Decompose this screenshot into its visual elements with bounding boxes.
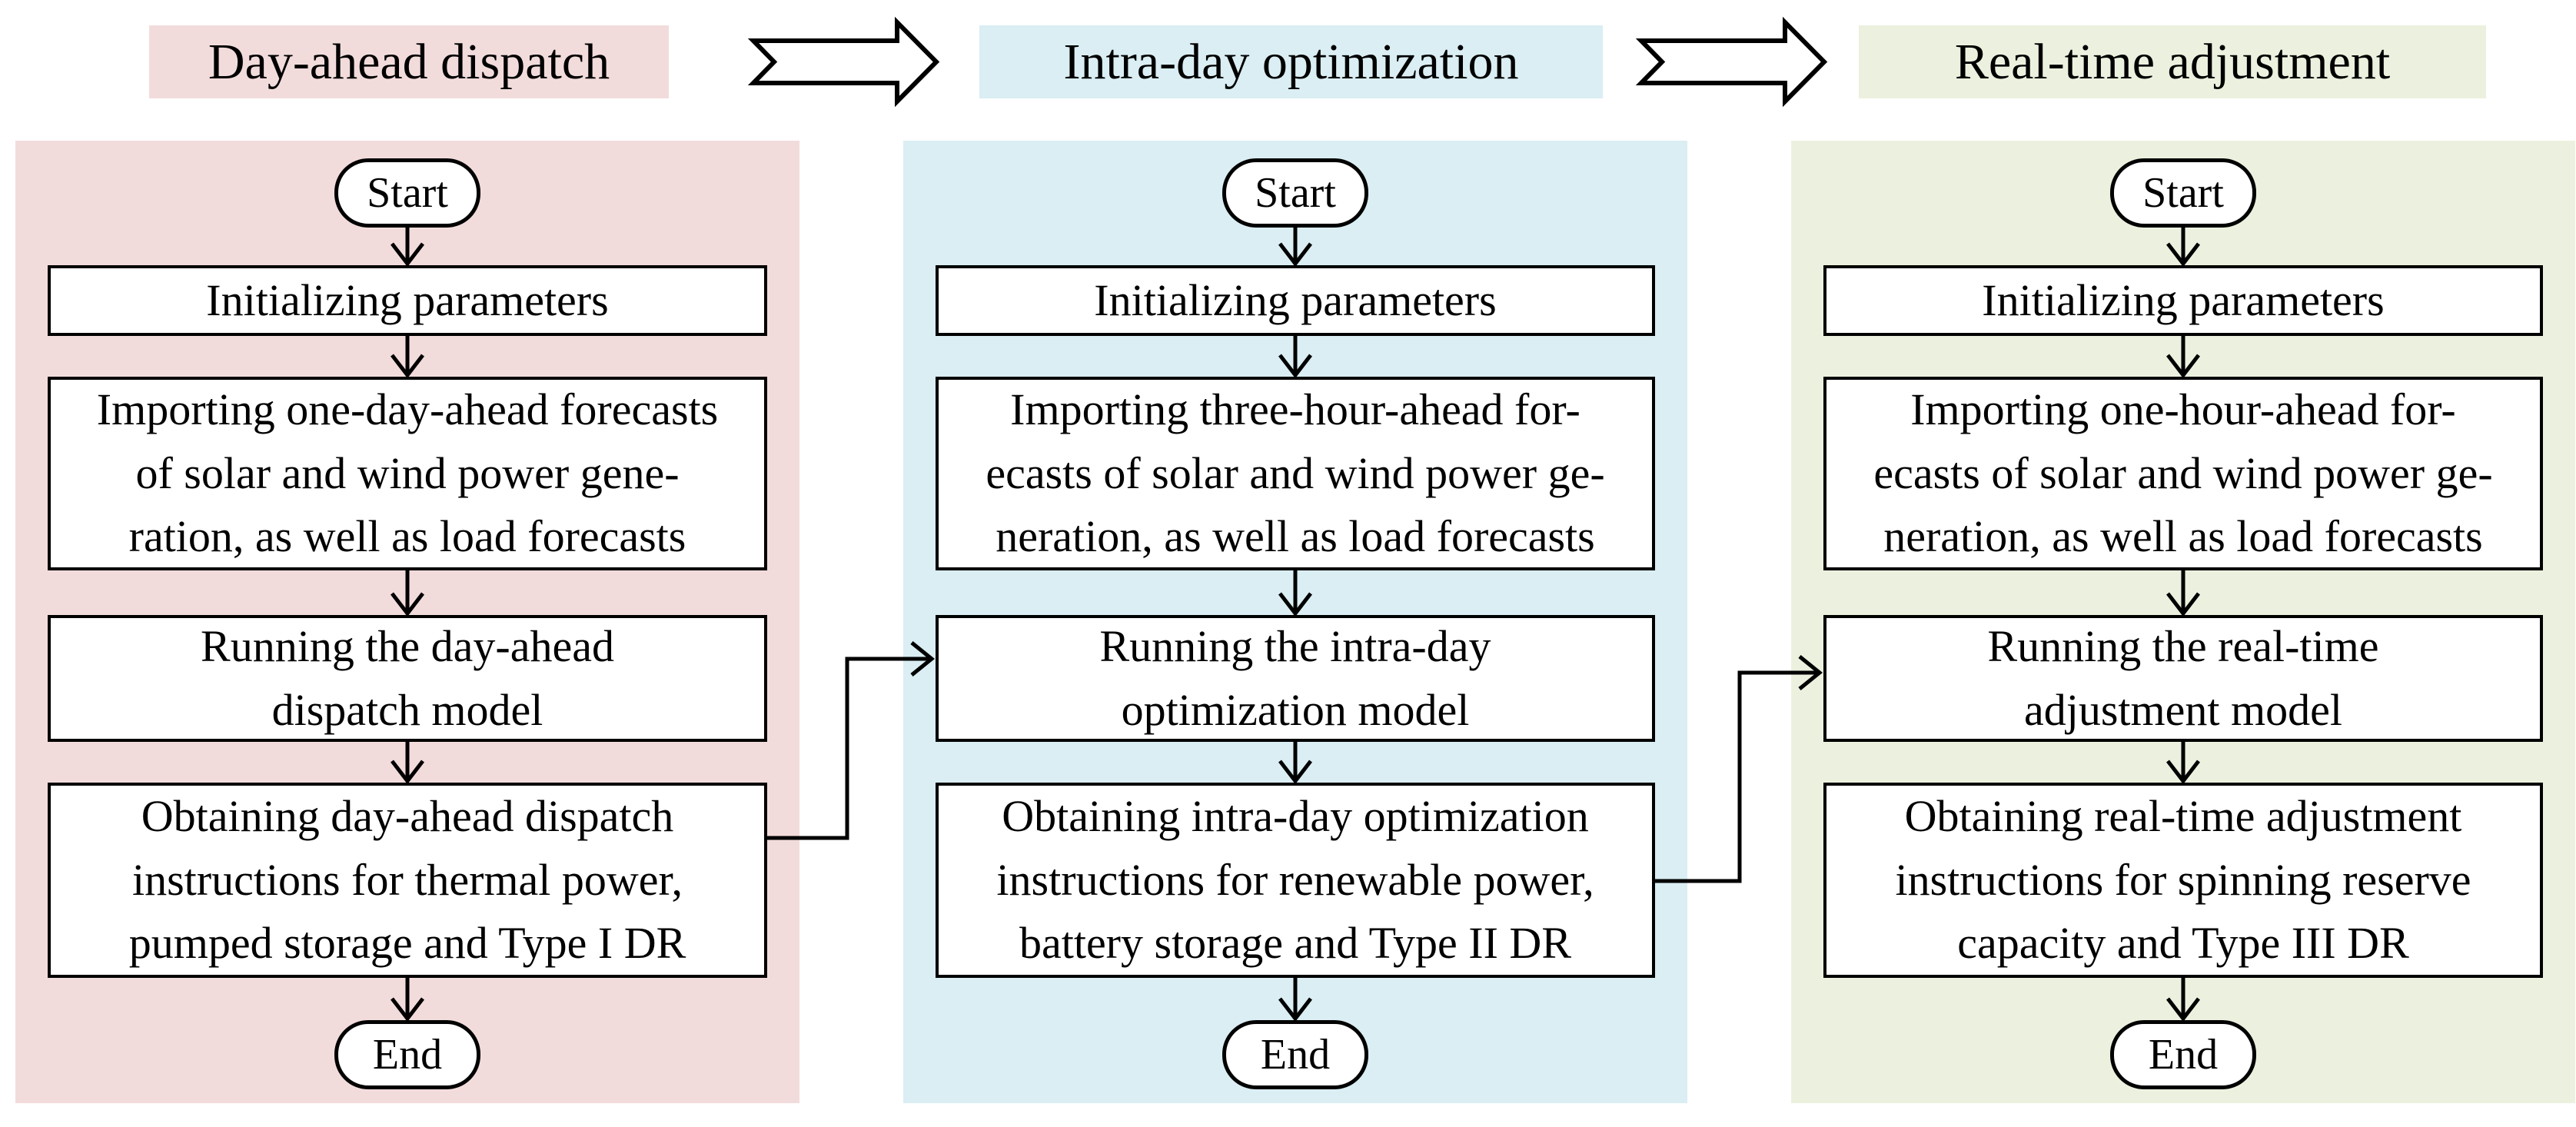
- node-text: instructions for renewable power,: [996, 854, 1594, 905]
- node-running-model: Running the real-time adjustment model: [1823, 615, 2543, 742]
- stage-header-label: Day-ahead dispatch: [208, 33, 610, 90]
- stage-header-real-time: Real-time adjustment: [1859, 25, 2486, 98]
- node-end: End: [1222, 1020, 1368, 1089]
- node-text: Running the intra-day: [1099, 621, 1491, 672]
- node-initializing-parameters: Initializing parameters: [1823, 265, 2543, 336]
- node-start-label: Start: [367, 169, 448, 217]
- stage-arrow-icon: [1635, 16, 1828, 108]
- node-text: dispatch model: [271, 684, 543, 735]
- node-text: instructions for thermal power,: [131, 854, 683, 905]
- node-text: Importing three-hour-ahead for-: [1010, 384, 1581, 435]
- column-real-time: Start Initializing parameters Importing …: [1791, 141, 2575, 1103]
- node-running-model: Running the day-ahead dispatch model: [48, 615, 767, 742]
- stage-header-day-ahead: Day-ahead dispatch: [149, 25, 669, 98]
- stage-arrow-icon: [747, 16, 940, 108]
- stage-header-intra-day: Intra-day optimization: [979, 25, 1603, 98]
- node-text: ecasts of solar and wind power ge-: [986, 447, 1605, 498]
- node-text: Initializing parameters: [1982, 274, 2385, 325]
- node-obtaining-instructions: Obtaining intra-day optimization instruc…: [936, 783, 1655, 978]
- node-start: Start: [1222, 158, 1368, 228]
- stage-header-label: Real-time adjustment: [1954, 33, 2391, 90]
- node-importing-forecasts: Importing one-hour-ahead for- ecasts of …: [1823, 377, 2543, 570]
- node-start: Start: [334, 158, 480, 228]
- node-importing-forecasts: Importing one-day-ahead forecasts of sol…: [48, 377, 767, 570]
- node-text: optimization model: [1121, 684, 1470, 735]
- node-end: End: [2110, 1020, 2256, 1089]
- node-initializing-parameters: Initializing parameters: [936, 265, 1655, 336]
- node-text: capacity and Type III DR: [1957, 918, 2409, 969]
- node-obtaining-instructions: Obtaining day-ahead dispatch instruction…: [48, 783, 767, 978]
- node-start-label: Start: [2142, 169, 2224, 217]
- node-text: neration, as well as load forecasts: [995, 511, 1595, 562]
- node-text: Initializing parameters: [1094, 274, 1497, 325]
- node-text: ecasts of solar and wind power ge-: [1873, 447, 2493, 498]
- node-text: ration, as well as load forecasts: [128, 511, 686, 562]
- node-text: Obtaining real-time adjustment: [1904, 791, 2462, 842]
- node-text: pumped storage and Type I DR: [128, 918, 686, 969]
- node-text: instructions for spinning reserve: [1895, 854, 2471, 905]
- node-text: Importing one-day-ahead forecasts: [96, 384, 719, 435]
- node-end: End: [334, 1020, 480, 1089]
- node-text: neration, as well as load forecasts: [1883, 511, 2483, 562]
- node-end-label: End: [372, 1031, 443, 1079]
- node-text: Initializing parameters: [206, 274, 609, 325]
- node-end-label: End: [1260, 1031, 1331, 1079]
- node-text: Running the day-ahead: [201, 621, 614, 672]
- node-running-model: Running the intra-day optimization model: [936, 615, 1655, 742]
- node-end-label: End: [2148, 1031, 2219, 1079]
- node-text: of solar and wind power gene-: [135, 447, 680, 498]
- node-start: Start: [2110, 158, 2256, 228]
- node-importing-forecasts: Importing three-hour-ahead for- ecasts o…: [936, 377, 1655, 570]
- stage-header-label: Intra-day optimization: [1063, 33, 1519, 90]
- node-text: adjustment model: [2024, 684, 2342, 735]
- node-text: Obtaining intra-day optimization: [1002, 791, 1589, 842]
- column-intra-day: Start Initializing parameters Importing …: [903, 141, 1687, 1103]
- node-text: Running the real-time: [1987, 621, 2379, 672]
- node-text: battery storage and Type II DR: [1019, 918, 1572, 969]
- column-day-ahead: Start Initializing parameters Importing …: [15, 141, 799, 1103]
- node-obtaining-instructions: Obtaining real-time adjustment instructi…: [1823, 783, 2543, 978]
- node-initializing-parameters: Initializing parameters: [48, 265, 767, 336]
- node-text: Importing one-hour-ahead for-: [1910, 384, 2456, 435]
- node-text: Obtaining day-ahead dispatch: [141, 791, 674, 842]
- node-start-label: Start: [1255, 169, 1336, 217]
